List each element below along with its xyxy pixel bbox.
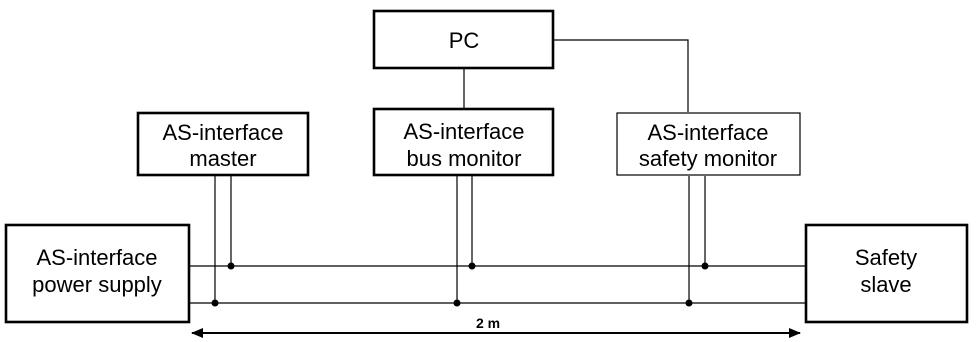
safety-monitor-label-line1: AS-interface xyxy=(647,120,768,145)
master-box: AS-interface master xyxy=(136,111,310,177)
safety-slave-box: Safety slave xyxy=(804,223,969,324)
power-supply-label-line1: AS-interface xyxy=(36,245,157,270)
master-label-line2: master xyxy=(189,146,256,171)
safety-monitor-label-line2: safety monitor xyxy=(639,146,777,171)
junction-dot xyxy=(211,299,219,307)
safety-slave-label-line1: Safety xyxy=(855,245,917,270)
junction-dot xyxy=(701,262,709,270)
power-supply-box: AS-interface power supply xyxy=(4,223,191,324)
pc-label: PC xyxy=(449,28,480,53)
pc-to-safety-monitor-line xyxy=(554,39,689,112)
safety-monitor-box: AS-interface safety monitor xyxy=(616,112,801,176)
junction-dot xyxy=(468,262,476,270)
master-label-line1: AS-interface xyxy=(162,120,283,145)
power-supply-label-line2: power supply xyxy=(32,272,162,297)
bus-monitor-label-line2: bus monitor xyxy=(407,146,522,171)
junction-dot xyxy=(453,299,461,307)
bus-monitor-box: AS-interface bus monitor xyxy=(372,107,555,177)
junction-dot xyxy=(227,262,235,270)
bus-monitor-label-line1: AS-interface xyxy=(403,119,524,144)
pc-box: PC xyxy=(372,9,555,70)
dimension-label: 2 m xyxy=(476,315,500,331)
safety-slave-label-line2: slave xyxy=(860,272,911,297)
junction-dot xyxy=(685,299,693,307)
